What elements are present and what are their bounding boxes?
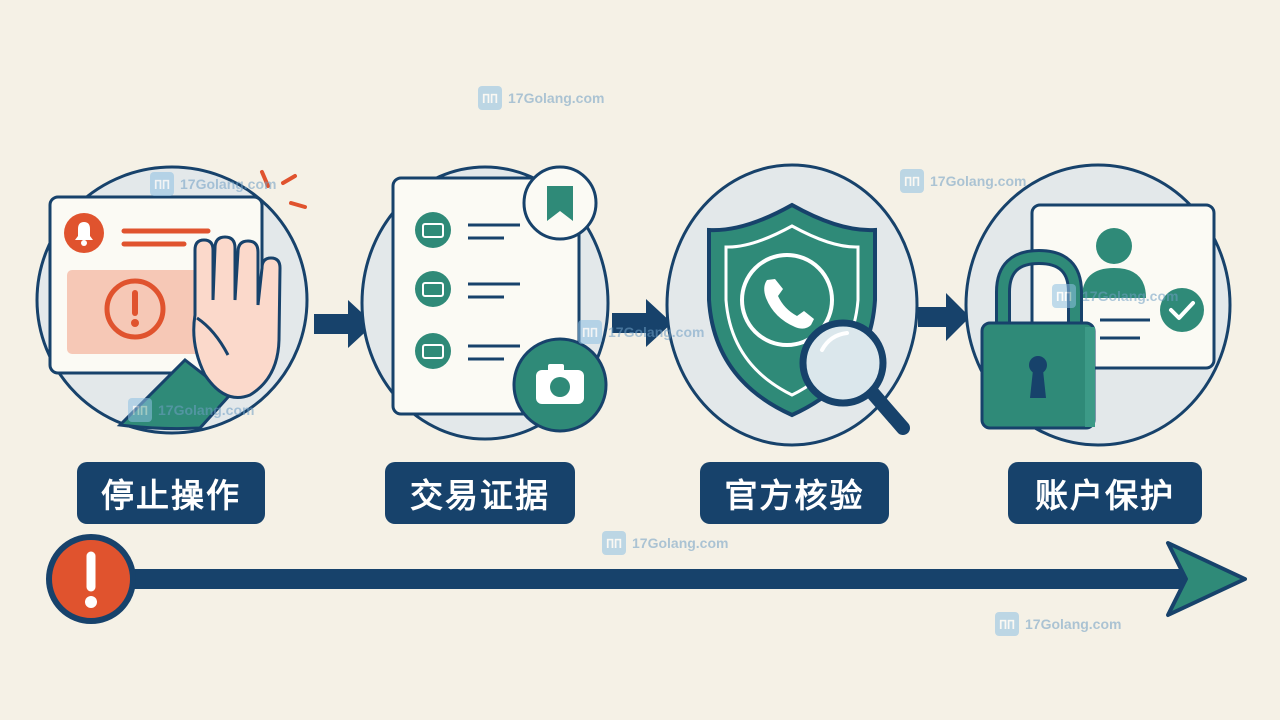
connector-arrow-3 — [918, 293, 970, 341]
step-label-protect: 账户保护 — [1008, 462, 1202, 524]
shield-phone-icon — [665, 163, 919, 447]
arrow-head-icon — [1166, 541, 1247, 617]
step-label-evidence: 交易证据 — [385, 462, 575, 524]
step-label-stop: 停止操作 — [77, 462, 265, 524]
alert-icon — [46, 534, 136, 624]
step-label-verify: 官方核验 — [700, 462, 889, 524]
connector-arrow-1 — [314, 300, 374, 348]
evidence-document-icon — [360, 165, 610, 441]
padlock-icon — [964, 163, 1232, 447]
stop-hand-icon — [35, 165, 309, 435]
timeline-arrow — [46, 534, 1247, 624]
connector-arrow-2 — [612, 299, 672, 347]
